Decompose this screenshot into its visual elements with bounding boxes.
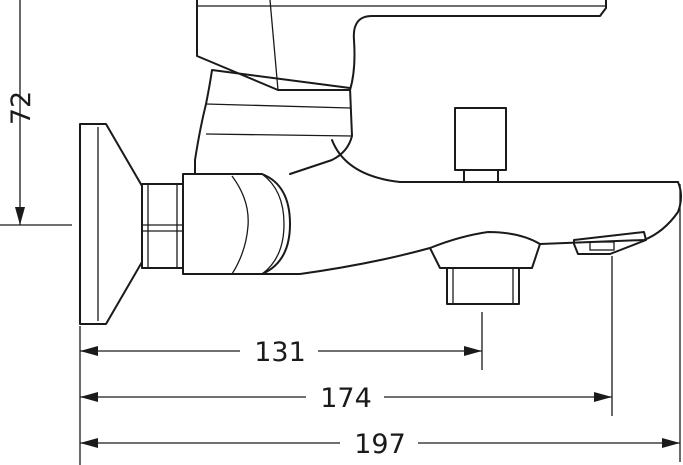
spout-top	[331, 139, 679, 183]
label-overall: 197	[354, 429, 406, 460]
body-main	[182, 173, 291, 275]
dimension-outlet	[80, 346, 482, 356]
cartridge-housing	[194, 69, 353, 175]
dimension-diverter	[80, 392, 612, 402]
label-height: 72	[6, 91, 37, 125]
dimension-overall	[80, 438, 680, 448]
wall-escutcheon	[79, 123, 143, 325]
label-diverter: 174	[320, 383, 372, 414]
dimension-height	[0, 0, 72, 226]
label-outlet: 131	[254, 337, 306, 368]
lever-handle	[196, 0, 607, 91]
spout-tip	[573, 231, 647, 255]
dimension-labels: 72 131 174 197	[6, 91, 406, 460]
hex-connector	[141, 183, 184, 269]
faucet-outline	[79, 0, 682, 325]
spout-front	[539, 181, 682, 245]
spout-bottom	[261, 231, 541, 275]
diverter-knob	[454, 107, 507, 183]
aerator-outlet	[429, 243, 541, 305]
